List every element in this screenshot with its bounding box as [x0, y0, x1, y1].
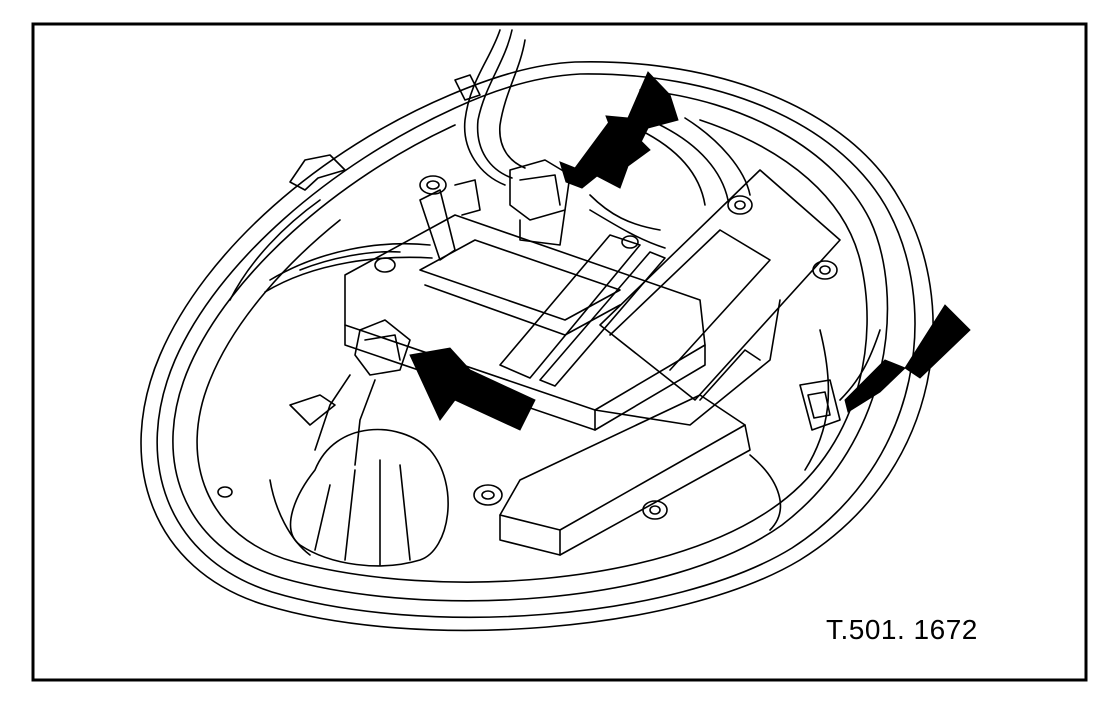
housing-inner-rim — [196, 119, 868, 583]
arrow-right — [844, 304, 971, 413]
indicator-arrows — [409, 71, 971, 431]
arrow-center — [409, 347, 536, 431]
screw-boss-5 — [642, 500, 668, 520]
wire-left-1 — [269, 242, 431, 281]
module-top-panel — [419, 239, 621, 321]
wire-harness-1 — [463, 29, 506, 186]
screw-boss-4 — [473, 484, 503, 506]
housing-shell-3 — [172, 89, 889, 602]
screw-boss-1 — [419, 175, 447, 195]
module-rail-2 — [539, 251, 666, 387]
top-clip — [509, 159, 571, 221]
screw-boss-6 — [374, 257, 396, 273]
module-rail-1 — [499, 234, 641, 379]
lower-box — [499, 394, 746, 531]
mirror-housing — [140, 29, 934, 632]
reference-code: T.501. 1672 — [826, 614, 978, 645]
right-clip — [799, 379, 841, 431]
housing-shell-2 — [156, 73, 916, 619]
bulb-bowl — [289, 428, 449, 567]
mount-bracket — [599, 169, 841, 401]
wire-left-2 — [264, 256, 433, 293]
screw-boss-8 — [621, 235, 639, 249]
arrow-top-2 — [559, 117, 651, 189]
screw-boss-2 — [727, 195, 753, 215]
diagram-border — [31, 22, 1088, 682]
screw-boss-3 — [812, 260, 838, 280]
rim-notch — [289, 154, 346, 191]
screw-boss-7 — [217, 486, 233, 498]
wire-harness-3 — [499, 39, 526, 169]
wire-harness-2 — [476, 29, 513, 179]
housing-outer-shell — [140, 61, 934, 632]
left-post — [419, 189, 456, 261]
left-clip — [354, 319, 411, 376]
